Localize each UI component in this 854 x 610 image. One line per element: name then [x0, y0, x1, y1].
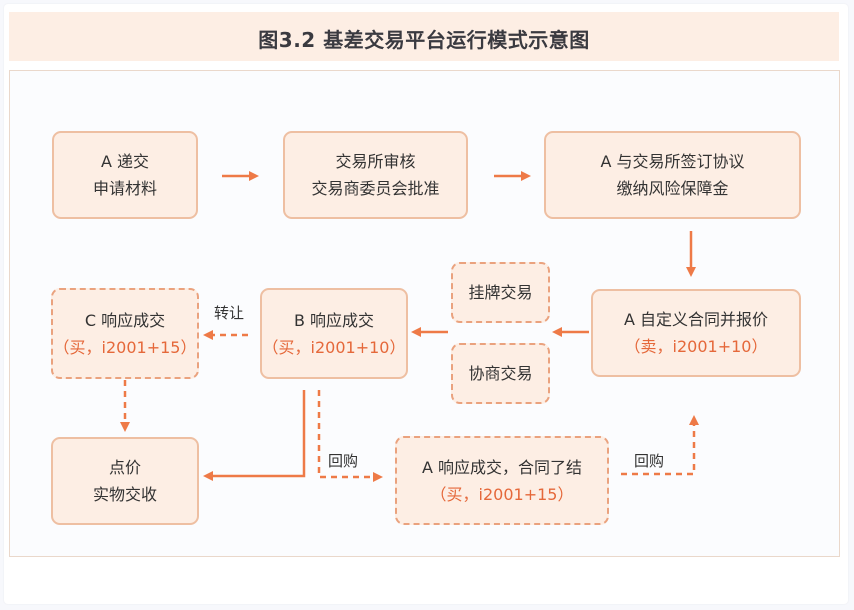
edge-label-transfer: 转让 [214, 304, 245, 322]
node-a-submit: A 递交 申请材料 [52, 131, 198, 219]
node-c-respond: C 响应成交 （买，i2001+15） [51, 288, 199, 379]
node-delivery-line2: 实物交收 [92, 485, 157, 504]
edge-label-buyback-2: 回购 [634, 452, 665, 470]
figure-title: 图3.2 基差交易平台运行模式示意图 [258, 28, 590, 52]
node-listed-trade: 挂牌交易 [451, 262, 550, 323]
node-a-close: A 响应成交，合同了结 （买，i2001+15） [395, 436, 609, 525]
node-b-respond-line2: （买，i2001+10） [262, 337, 406, 357]
node-delivery: 点价 实物交收 [51, 437, 199, 525]
node-c-respond-line1: C 响应成交 [84, 310, 166, 330]
node-negotiated-trade: 协商交易 [451, 343, 550, 404]
node-b-respond: B 响应成交 （买，i2001+10） [260, 288, 408, 379]
node-c-respond-line2: （买，i2001+15） [53, 337, 197, 357]
node-exchange-review-line1: 交易所审核 [335, 152, 416, 171]
edge-label-buyback-1: 回购 [328, 452, 359, 470]
node-a-sign-line1: A 与交易所签订协议 [600, 152, 745, 171]
node-a-define-line1: A 自定义合同并报价 [623, 310, 769, 329]
node-a-close-line2: （买，i2001+15） [430, 484, 574, 504]
node-a-submit-line2: 申请材料 [92, 179, 157, 198]
node-b-respond-line1: B 响应成交 [293, 310, 375, 330]
node-exchange-review-line2: 交易商委员会批准 [311, 179, 440, 198]
node-a-sign-line2: 缴纳风险保障金 [616, 179, 729, 198]
node-exchange-review: 交易所审核 交易商委员会批准 [283, 131, 468, 219]
arrow-a-close-to-define [621, 415, 699, 476]
node-a-sign: A 与交易所签订协议 缴纳风险保障金 [544, 131, 801, 219]
node-negotiated-trade-line1: 协商交易 [468, 364, 533, 383]
node-delivery-line1: 点价 [108, 458, 141, 477]
node-a-close-line1: A 响应成交，合同了结 [421, 457, 583, 477]
title-bar: 图3.2 基差交易平台运行模式示意图 [9, 12, 839, 61]
node-a-define-line2: （卖，i2001+10） [624, 337, 768, 356]
arrow-b-to-delivery [203, 390, 306, 481]
node-a-define: A 自定义合同并报价 （卖，i2001+10） [591, 289, 801, 377]
node-listed-trade-line1: 挂牌交易 [468, 283, 533, 302]
node-a-submit-line1: A 递交 [100, 152, 150, 171]
